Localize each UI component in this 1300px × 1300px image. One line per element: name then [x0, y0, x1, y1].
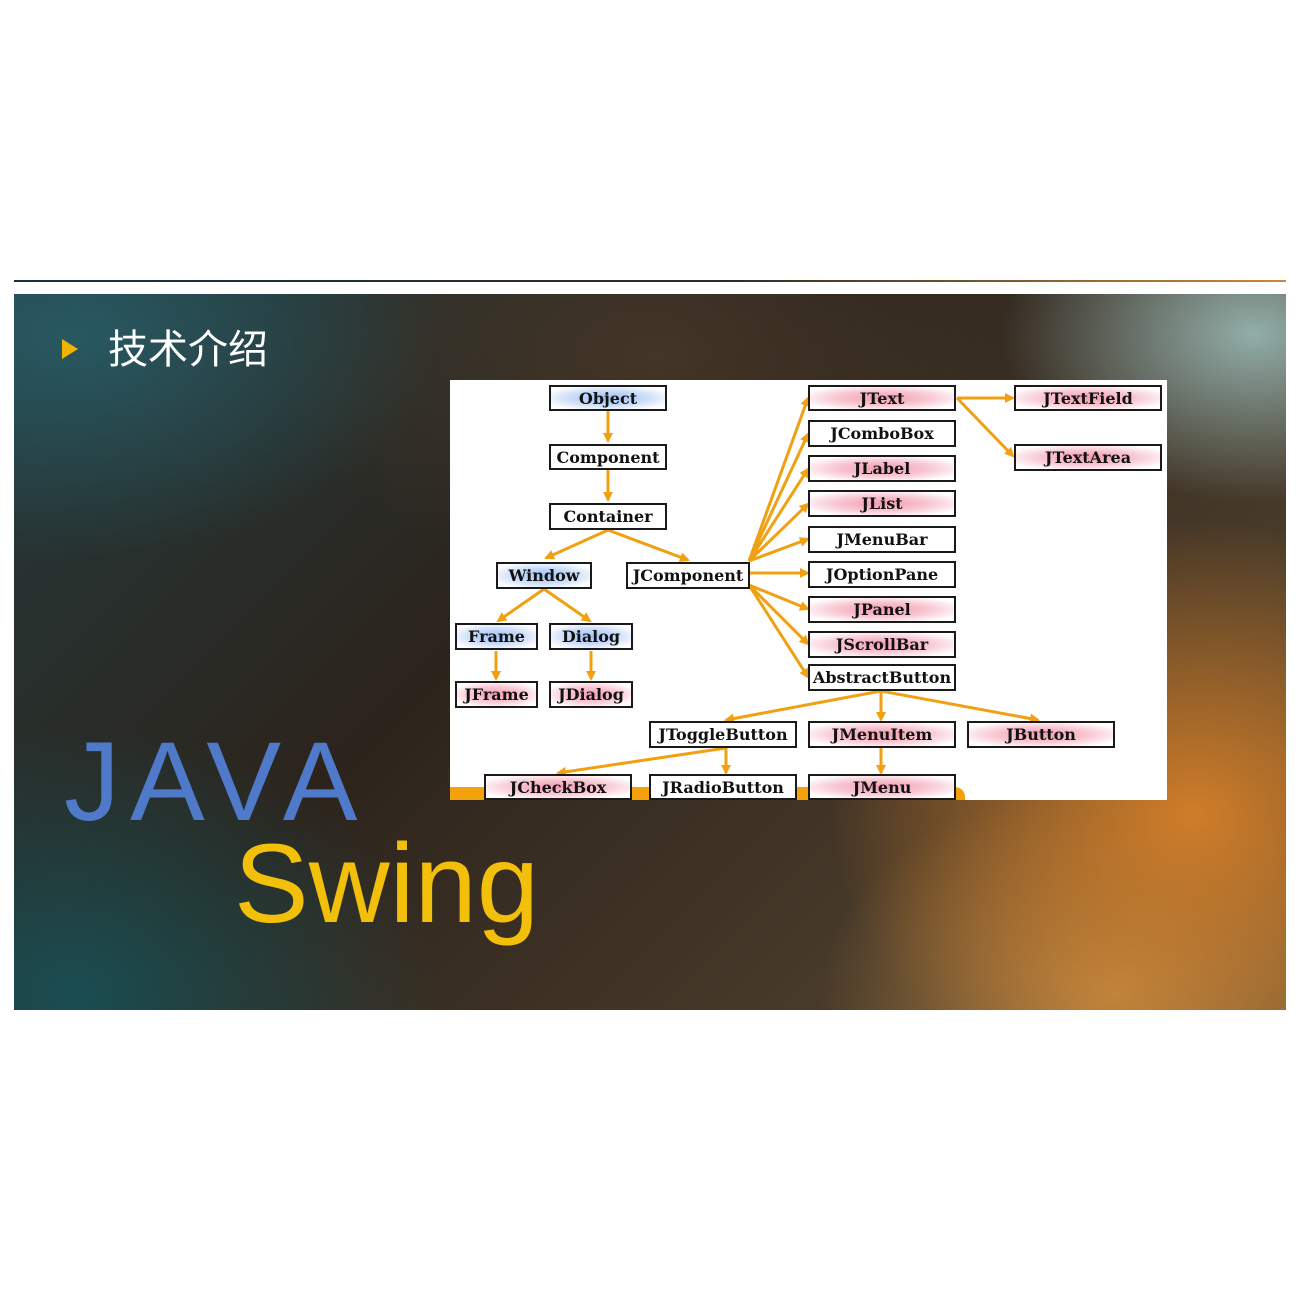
node-jmenubar: JMenuBar [808, 526, 956, 553]
top-divider-line [14, 280, 1286, 282]
node-component: Component [549, 444, 667, 470]
arrow-jtogglebutton-jcheckbox [556, 746, 727, 777]
node-jcombobox: JComboBox [808, 420, 956, 447]
arrow-jcomponent-jlabel [747, 467, 810, 562]
title-java: JAVA [64, 719, 368, 844]
node-jtext: JText [808, 385, 956, 411]
node-jframe: JFrame [455, 681, 538, 708]
node-joptionpane: JOptionPane [808, 561, 956, 588]
slide-heading: 技术介绍 [108, 327, 268, 373]
node-jlabel: JLabel [808, 455, 956, 482]
arrow-jcomponent-jtext [747, 396, 810, 562]
node-jmenuitem: JMenuItem [808, 721, 956, 748]
arrow-jcomponent-jmenubar [748, 537, 810, 563]
arrow-abstractbutton-jtogglebutton [724, 689, 882, 724]
node-container: Container [549, 503, 667, 530]
node-jbutton: JButton [967, 721, 1115, 748]
node-jpanel: JPanel [808, 596, 956, 623]
arrow-jcomponent-jlist [747, 502, 810, 563]
arrow-jcomponent-jpanel [748, 583, 810, 611]
node-jcheckbox: JCheckBox [484, 774, 632, 800]
node-jscrollbar: JScrollBar [808, 631, 956, 658]
node-abstractbutton: AbstractButton [808, 664, 956, 691]
node-jdialog: JDialog [549, 681, 633, 708]
class-hierarchy-diagram: Object Component Container Window JCompo… [450, 380, 1167, 800]
node-window: Window [496, 562, 592, 589]
arrow-jcomponent-abstractbutton [747, 584, 810, 679]
arrow-abstractbutton-jbutton [880, 689, 1040, 724]
arrow-jcomponent-jcombobox [747, 432, 810, 562]
node-jtextfield: JTextField [1014, 385, 1162, 411]
arrow-window-dialog [543, 587, 592, 623]
title-swing: Swing [234, 821, 540, 946]
slide: 技术介绍 [14, 294, 1286, 1010]
arrow-jtext-jtextarea [955, 396, 1015, 458]
node-jlist: JList [808, 490, 956, 517]
node-jtogglebutton: JToggleButton [649, 721, 797, 748]
node-dialog: Dialog [549, 623, 633, 650]
node-jtextarea: JTextArea [1014, 444, 1162, 471]
node-jmenu: JMenu [808, 774, 956, 800]
node-object: Object [549, 385, 667, 411]
node-frame: Frame [455, 623, 538, 650]
arrow-container-jcomponent [607, 528, 690, 562]
arrow-container-window [544, 528, 609, 560]
arrow-jcomponent-jscrollbar [747, 583, 810, 646]
arrow-window-frame [496, 587, 545, 623]
node-jcomponent: JComponent [626, 562, 750, 589]
diagram-arrows [491, 393, 1040, 777]
triangle-bullet-icon [62, 339, 78, 359]
node-jradiobutton: JRadioButton [649, 774, 797, 800]
